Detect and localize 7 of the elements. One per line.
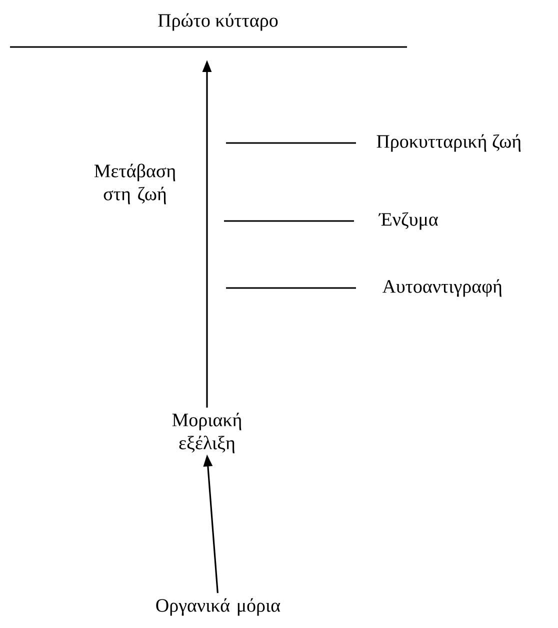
level-label: Ένζυμα	[378, 212, 438, 230]
level-line-heading: Πρώτο κύτταρο	[10, 13, 407, 48]
stage-label: Μοριακή εξέλιξη	[172, 412, 242, 454]
level-label: Προκυτταρική ζωή	[376, 134, 521, 152]
level-label: Αυτοαντιγραφή	[382, 279, 502, 297]
stage-label: Οργανικά μόρια	[156, 598, 280, 616]
level-label: Μετάβαση στη ζωή	[94, 164, 176, 204]
